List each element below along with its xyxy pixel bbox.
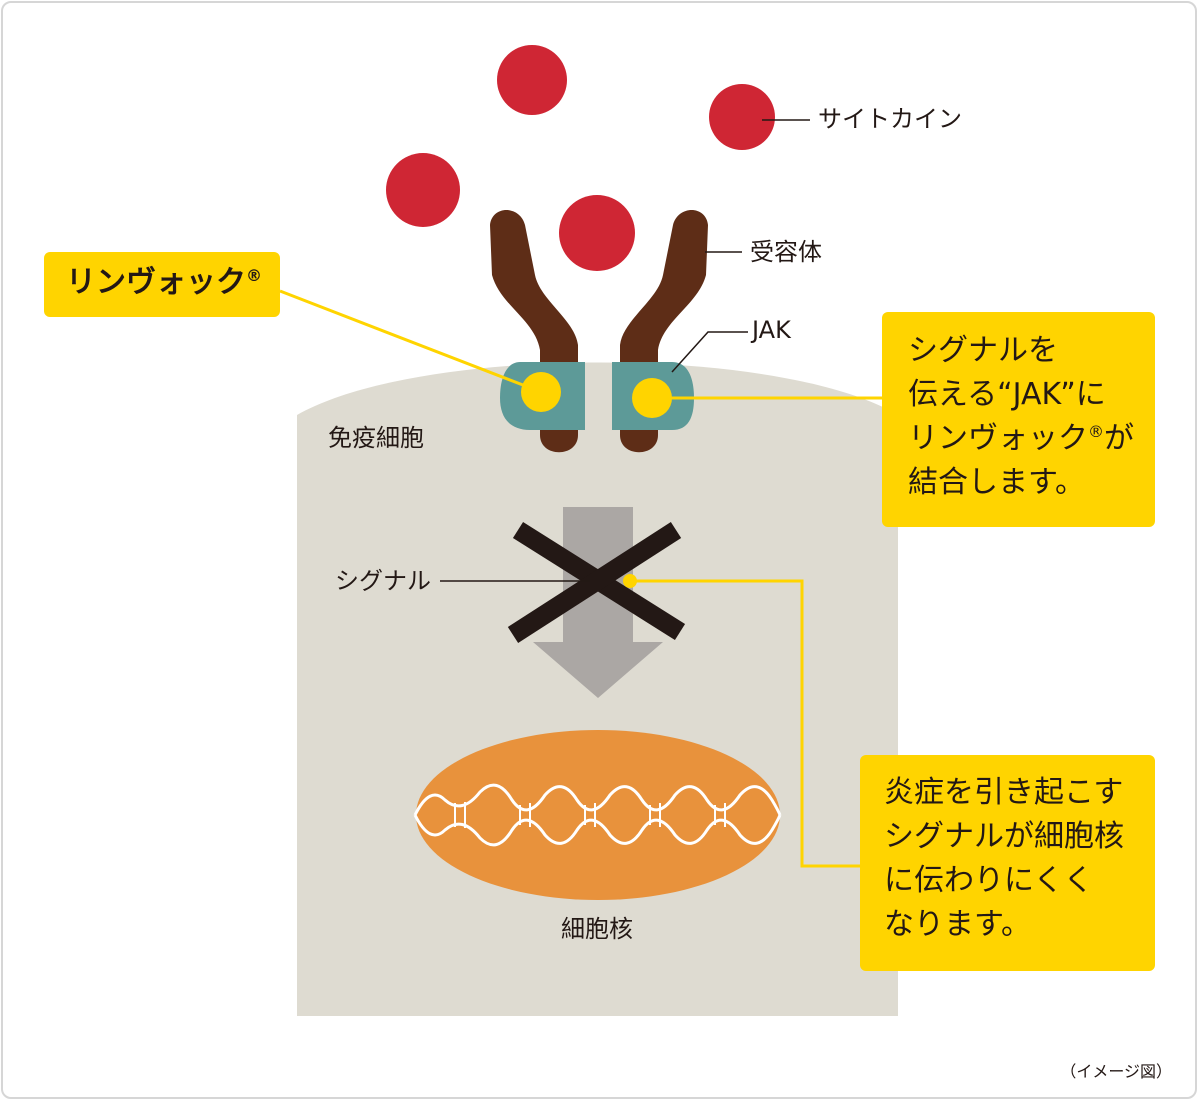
callout-signal-line-3: に伝わりにくく — [884, 863, 1094, 898]
callout-jak-registered-mark: ® — [1088, 422, 1104, 441]
block-cross — [507, 521, 686, 643]
callout-signal-line-4: なります。 — [884, 907, 1031, 942]
dna-helix — [413, 783, 782, 847]
label-cytokine: サイトカイン — [818, 105, 962, 133]
image-note: （イメージ図） — [1060, 1062, 1172, 1081]
registered-mark: ® — [246, 266, 262, 285]
callout-jak-drug-name: リンヴォック — [908, 421, 1088, 456]
label-immune-cell: 免疫細胞 — [328, 424, 424, 452]
label-receptor: 受容体 — [750, 238, 822, 266]
callout-signal-blocked: 炎症を引き起こす シグナルが細胞核 に伝わりにくく なります。 — [860, 755, 1155, 971]
callout-signal-line-2: シグナルが細胞核 — [884, 819, 1124, 854]
label-signal: シグナル — [335, 567, 431, 595]
cytokine-3 — [386, 153, 460, 227]
callout-jak-line-2: 伝える“JAK”に — [908, 377, 1106, 412]
cytokine-4 — [559, 195, 635, 271]
cytokine-1 — [497, 45, 567, 115]
signal-marker — [623, 574, 637, 588]
drug-name-box: リンヴォック® — [44, 252, 280, 317]
dna-rungs — [454, 802, 726, 828]
drug-name: リンヴォック — [66, 265, 246, 300]
cytokine-2 — [709, 84, 775, 150]
label-jak: JAK — [752, 316, 791, 344]
callout-connectors — [279, 289, 882, 868]
callout-jak-line-4: 結合します。 — [908, 465, 1085, 500]
label-nucleus: 細胞核 — [561, 915, 633, 943]
callout-jak-binding: シグナルを 伝える“JAK”に リンヴォック®が 結合します。 — [882, 312, 1155, 527]
callout-jak-line-3-tail: が — [1104, 421, 1134, 456]
callout-jak-line-1: シグナルを — [908, 333, 1058, 368]
cell-nucleus — [416, 730, 780, 900]
leader-lines — [440, 119, 810, 582]
callout-signal-line-1: 炎症を引き起こす — [884, 775, 1124, 810]
